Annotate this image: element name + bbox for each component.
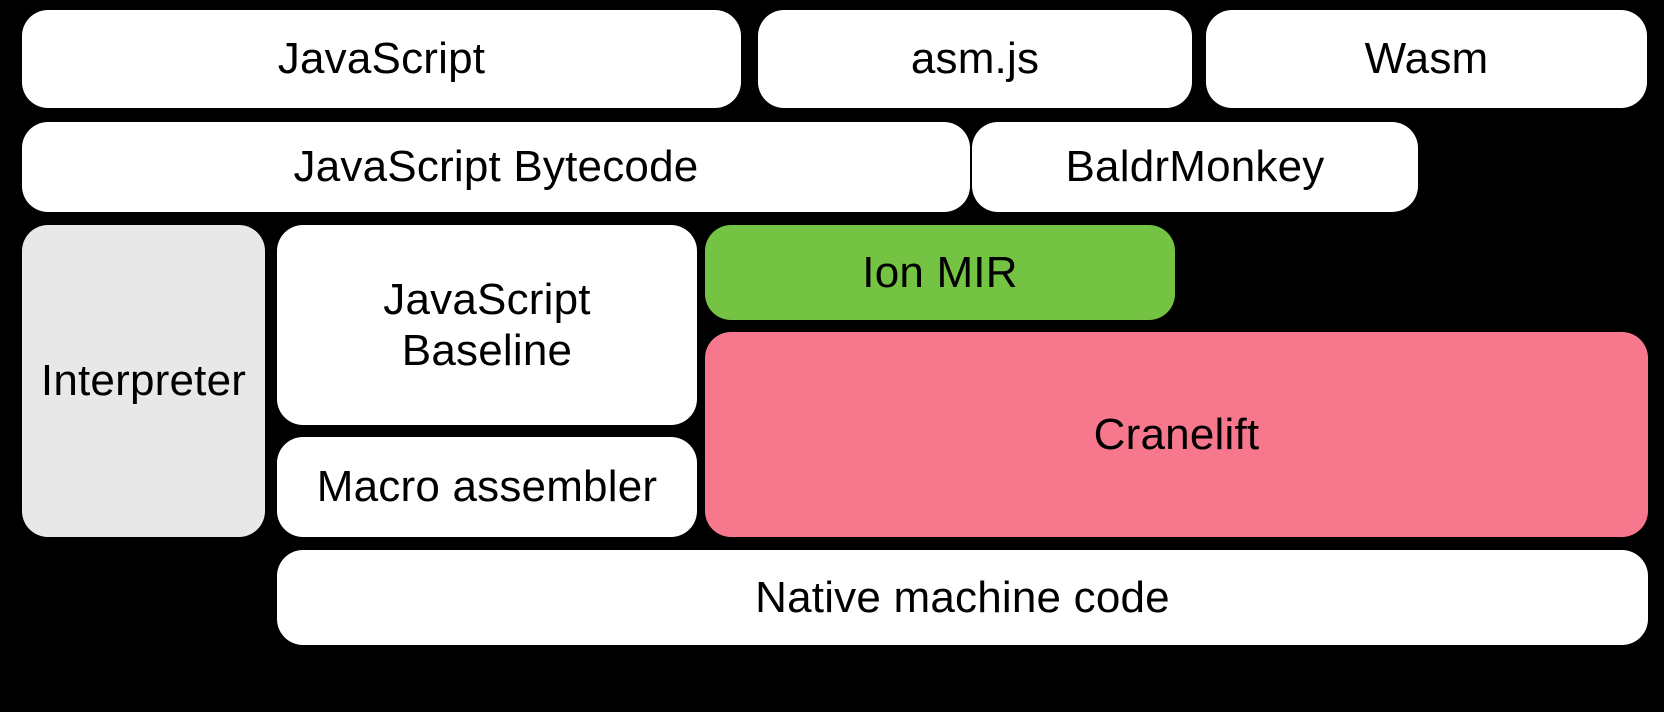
node-macro-assembler: Macro assembler xyxy=(277,437,697,537)
node-wasm: Wasm xyxy=(1206,10,1647,108)
node-javascript-bytecode: JavaScript Bytecode xyxy=(22,122,970,212)
node-ion-mir: Ion MIR xyxy=(705,225,1175,320)
node-cranelift: Cranelift xyxy=(705,332,1648,537)
node-baldrmonkey: BaldrMonkey xyxy=(972,122,1418,212)
node-javascript: JavaScript xyxy=(22,10,741,108)
node-interpreter: Interpreter xyxy=(22,225,265,537)
node-asmjs: asm.js xyxy=(758,10,1192,108)
node-javascript-baseline: JavaScript Baseline xyxy=(277,225,697,425)
node-native-machine-code: Native machine code xyxy=(277,550,1648,645)
